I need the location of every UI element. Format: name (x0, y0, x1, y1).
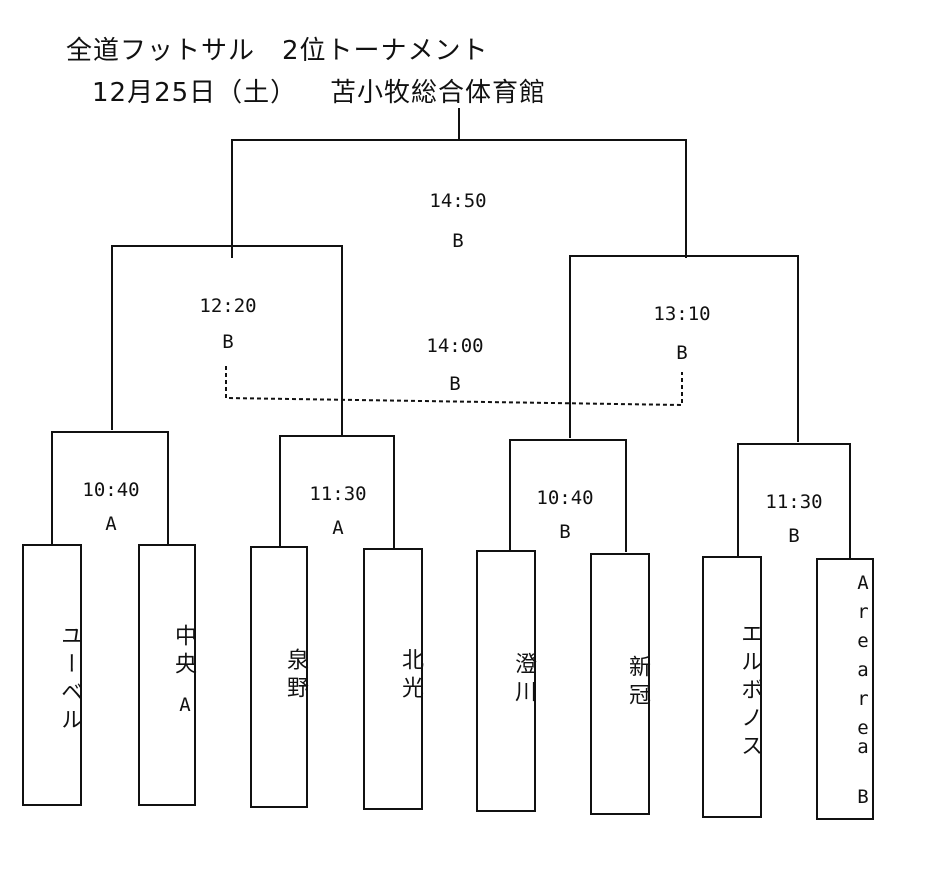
team-box-3: 泉野 (250, 546, 308, 808)
quarter-1-court: A (105, 513, 117, 535)
team-box-8: Areare a B (816, 558, 874, 820)
team-box-6: 新冠 (590, 553, 650, 815)
team-box-4: 北光 (363, 548, 423, 810)
team-2-name: 中央 (171, 624, 196, 680)
tournament-title: 全道フットサル 2位トーナメント (66, 36, 489, 66)
team-7-name: エルボノス (737, 622, 762, 762)
team-6-name: 新冠 (625, 655, 650, 711)
third-place-dashed-line (225, 366, 683, 407)
semi-1-court: B (222, 331, 234, 353)
quarter-1-bracket-line (51, 431, 169, 545)
team-4-name: 北光 (398, 648, 423, 704)
semi-2-court: B (676, 342, 688, 364)
tournament-date: 12月25日（土） (92, 78, 298, 108)
third-place-court: B (449, 373, 461, 395)
team-2-suffix: A (174, 694, 196, 723)
team-box-2: 中央 A (138, 544, 196, 806)
semi-2-time: 13:10 (653, 303, 711, 325)
semi-left-bracket-line (111, 245, 343, 436)
tournament-venue: 苫小牧総合体育館 (330, 78, 547, 108)
team-5-name: 澄川 (511, 652, 536, 708)
team-1-name: ユーベル (57, 624, 82, 736)
final-court: B (452, 230, 464, 252)
quarter-3-court: B (559, 521, 571, 543)
quarter-1-time: 10:40 (82, 479, 140, 501)
final-bracket-line (231, 139, 687, 258)
quarter-4-bracket-line (737, 443, 851, 560)
quarter-2-bracket-line (279, 435, 395, 548)
team-box-7: エルボノス (702, 556, 762, 818)
quarter-2-court: A (332, 517, 344, 539)
team-box-1: ユーベル (22, 544, 82, 806)
team-8-name: Areare (852, 572, 874, 746)
team-box-5: 澄川 (476, 550, 536, 812)
semi-1-time: 12:20 (199, 295, 257, 317)
team-3-name: 泉野 (283, 648, 308, 704)
quarter-3-bracket-line (509, 439, 627, 552)
quarter-2-time: 11:30 (309, 483, 367, 505)
quarter-4-time: 11:30 (765, 491, 823, 513)
third-place-time: 14:00 (426, 335, 484, 357)
final-time: 14:50 (429, 190, 487, 212)
quarter-3-time: 10:40 (536, 487, 594, 509)
team-8-suffix: B (852, 786, 874, 815)
quarter-4-court: B (788, 525, 800, 547)
team-8-extra: a (852, 736, 874, 765)
semi-right-bracket-line (569, 255, 799, 442)
